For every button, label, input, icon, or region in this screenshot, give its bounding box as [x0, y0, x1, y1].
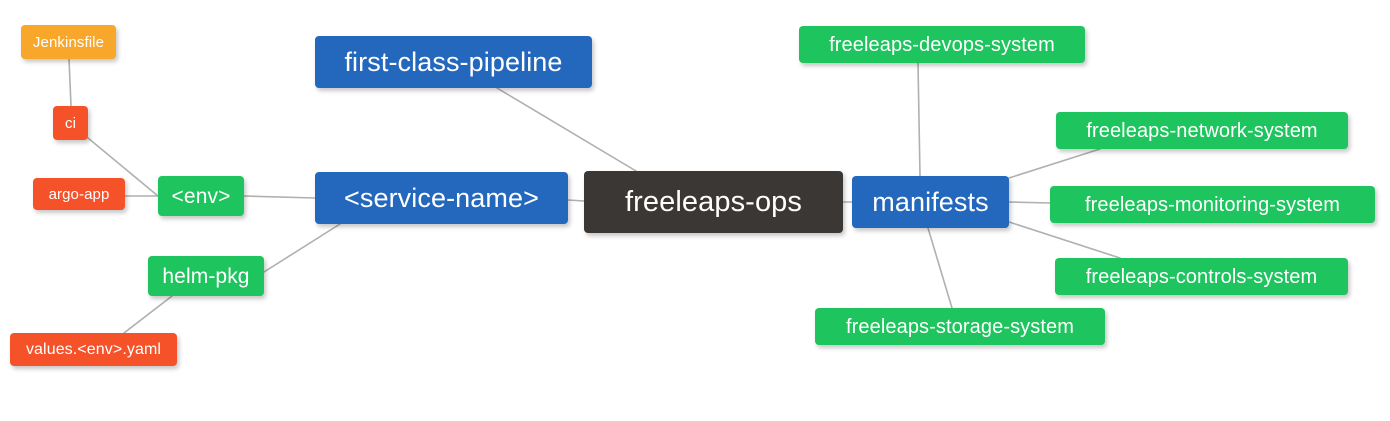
edge-service-name-to-helm-pkg — [263, 223, 341, 273]
mindmap-node-freeleaps-monitoring-system[interactable]: freeleaps-monitoring-system — [1050, 186, 1375, 223]
edge-manifests-to-freeleaps-devops-system — [917, 62, 921, 177]
mindmap-node-freeleaps-ops[interactable]: freeleaps-ops — [584, 171, 843, 233]
edge-manifests-to-freeleaps-network-system — [1008, 148, 1101, 179]
edge-manifests-to-freeleaps-storage-system — [927, 227, 953, 309]
mindmap-node-freeleaps-network-system[interactable]: freeleaps-network-system — [1056, 112, 1348, 149]
edge-helm-pkg-to-values-env-yaml — [123, 295, 173, 334]
edge-manifests-to-freeleaps-controls-system — [1008, 221, 1121, 259]
mindmap-node-env[interactable]: <env> — [158, 176, 244, 216]
mindmap-node-freeleaps-devops-system[interactable]: freeleaps-devops-system — [799, 26, 1085, 63]
mindmap-node-jenkinsfile[interactable]: Jenkinsfile — [21, 25, 116, 59]
mindmap-node-service-name[interactable]: <service-name> — [315, 172, 568, 224]
mindmap-node-manifests[interactable]: manifests — [852, 176, 1009, 228]
edge-service-name-to-freeleaps-ops — [567, 199, 585, 202]
mindmap-node-first-class-pipeline[interactable]: first-class-pipeline — [315, 36, 592, 88]
edge-env-to-service-name — [243, 195, 316, 199]
mindmap-node-freeleaps-storage-system[interactable]: freeleaps-storage-system — [815, 308, 1105, 345]
mindmap-node-freeleaps-controls-system[interactable]: freeleaps-controls-system — [1055, 258, 1348, 295]
mindmap-node-values-env-yaml[interactable]: values.<env>.yaml — [10, 333, 177, 366]
mindmap-node-argo-app[interactable]: argo-app — [33, 178, 125, 210]
edge-manifests-to-freeleaps-monitoring-system — [1008, 201, 1051, 204]
edge-first-class-pipeline-to-freeleaps-ops — [496, 87, 637, 172]
edge-jenkinsfile-to-ci — [68, 58, 72, 107]
mindmap-node-ci[interactable]: ci — [53, 106, 88, 140]
mindmap-node-helm-pkg[interactable]: helm-pkg — [148, 256, 264, 296]
